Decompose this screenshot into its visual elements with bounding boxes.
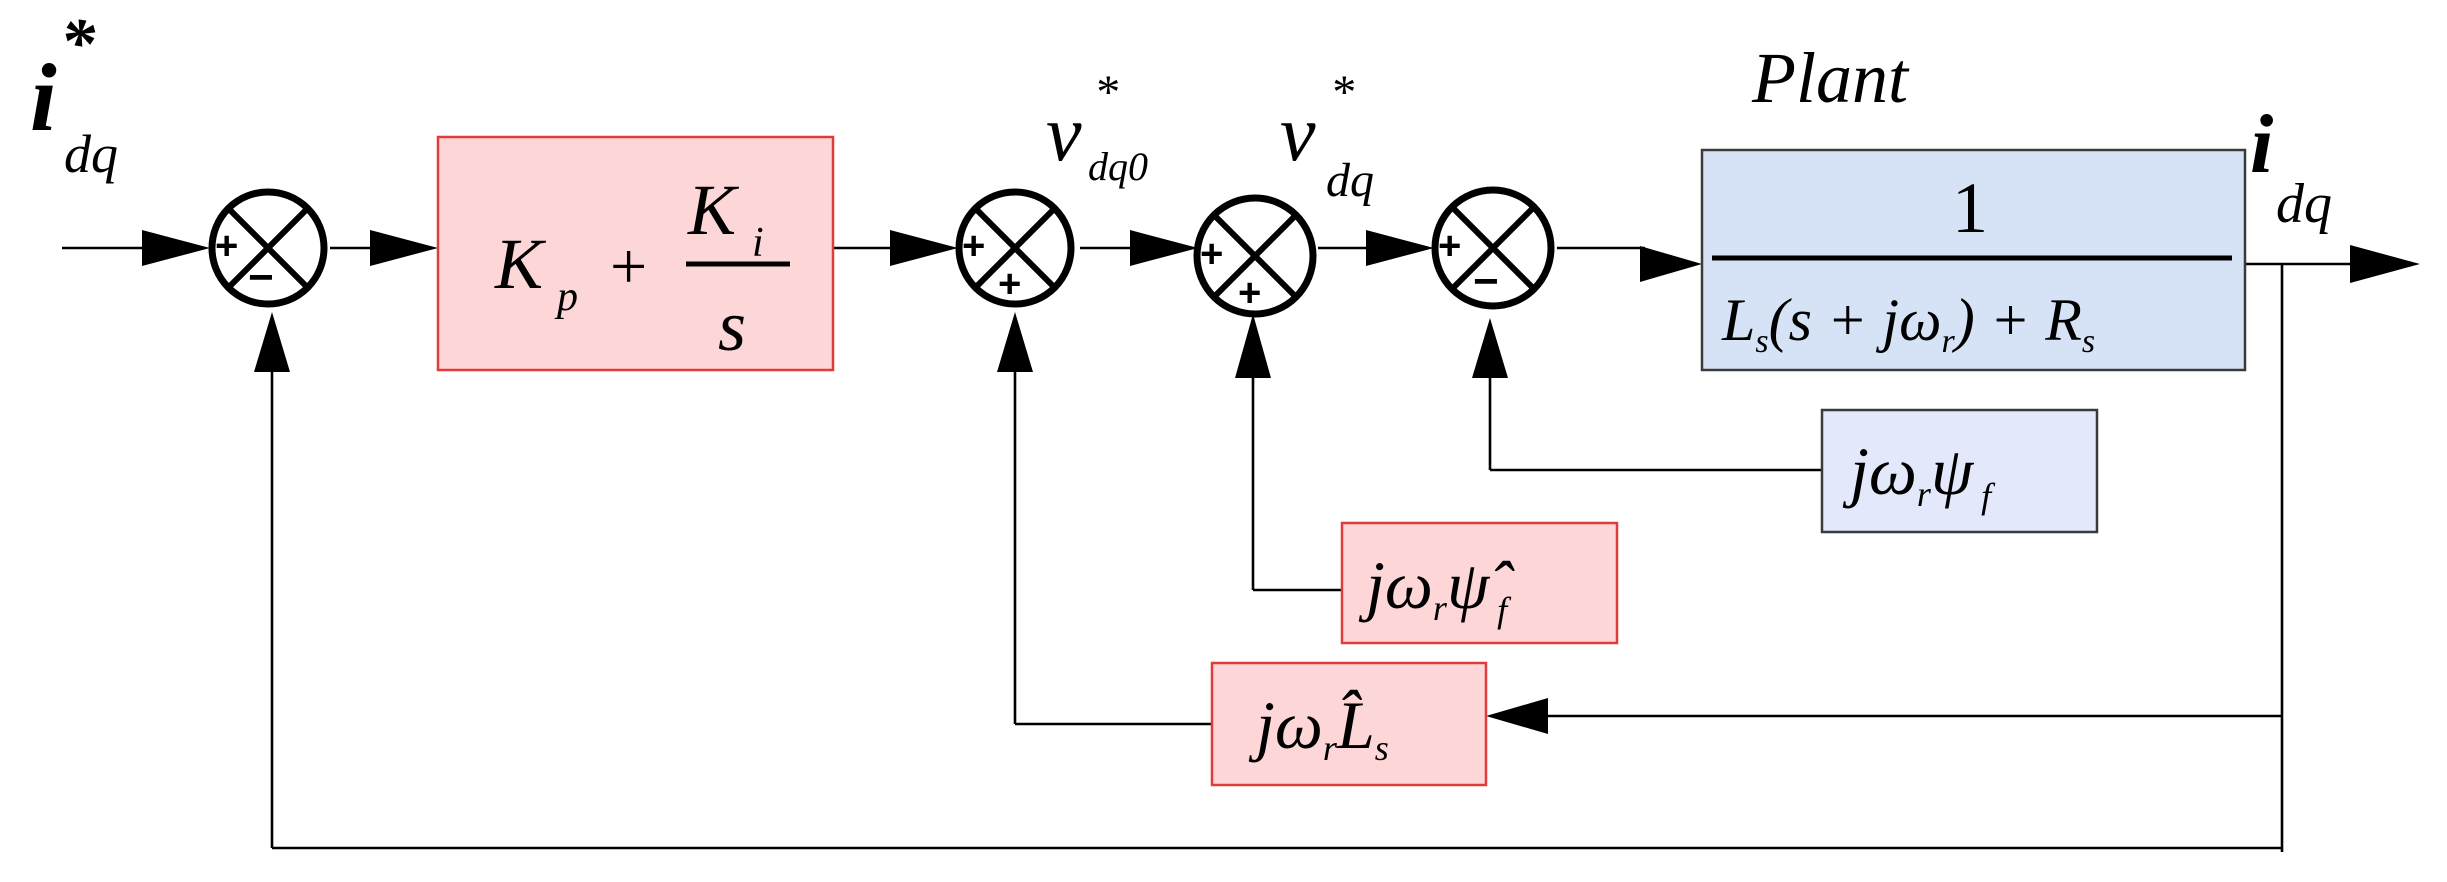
arrow-feedforward-sum3 <box>1235 314 1271 378</box>
v-dq0-label: v * dq0 <box>1046 66 1148 189</box>
arrow-flux-sum4 <box>1472 318 1508 378</box>
sum-junction-2: + + <box>955 188 1075 308</box>
sum2-sign-bottom: + <box>998 262 1021 306</box>
arrowheads <box>142 230 2420 734</box>
arrow-input <box>142 230 210 266</box>
svg-text:dq: dq <box>2276 173 2332 235</box>
arrow-to-sum4 <box>1366 230 1434 266</box>
plant-denominator: Ls(s + jωr) + Rs <box>1721 287 2095 360</box>
plant-label: Plant <box>1751 38 1910 118</box>
pi-controller-block: K p + K i s <box>436 135 835 372</box>
arrow-to-plant <box>1640 246 1702 282</box>
pi-den: s <box>718 286 746 366</box>
pi-plus: + <box>610 230 647 303</box>
sum4-sign-bottom: − <box>1473 257 1499 306</box>
arrow-feedback-sum1 <box>254 312 290 372</box>
sum-junction-1: + − <box>208 188 328 308</box>
sum1-sign-bottom: − <box>248 253 274 302</box>
svg-text:*: * <box>1330 66 1354 119</box>
arrow-to-ind-est <box>1486 698 1548 734</box>
flux-estimate-block: jωrψ̂f <box>1340 521 1619 645</box>
plant-numerator: 1 <box>1952 168 1988 248</box>
arrow-output <box>2350 245 2420 283</box>
svg-text:i: i <box>30 44 57 151</box>
sum4-sign-left: + <box>1438 224 1461 268</box>
input-label: i * dq <box>30 5 118 184</box>
pi-kp-sub: p <box>554 274 578 320</box>
pi-ki-sub: i <box>752 220 764 266</box>
plant-block: 1 Ls(s + jωr) + Rs <box>1700 148 2247 372</box>
svg-text:*: * <box>1094 66 1118 119</box>
sum3-sign-left: + <box>1200 232 1223 276</box>
wires <box>62 246 2350 852</box>
output-label: i dq <box>2250 98 2332 235</box>
arrow-to-pi <box>370 230 438 266</box>
sum3-sign-bottom: + <box>1238 271 1261 315</box>
svg-text:*: * <box>60 5 96 82</box>
arrow-to-sum2 <box>890 230 958 266</box>
svg-text:dq0: dq0 <box>1088 144 1148 189</box>
svg-text:v: v <box>1046 90 1082 178</box>
inductance-estimate-expression: jωrL̂s <box>1248 687 1389 768</box>
sum1-sign-left: + <box>215 224 238 268</box>
pi-ki: K <box>687 170 740 250</box>
svg-text:dq: dq <box>1326 154 1374 207</box>
sum-junction-4: + − <box>1431 186 1555 310</box>
pi-kp: K <box>494 224 547 304</box>
sum2-sign-left: + <box>962 224 985 268</box>
inductance-estimate-block: jωrL̂s <box>1210 661 1488 787</box>
arrow-to-sum3 <box>1130 230 1198 266</box>
arrow-feedback-sum2 <box>997 312 1033 372</box>
svg-text:dq: dq <box>64 124 118 184</box>
sum-junction-3: + + <box>1193 194 1317 318</box>
svg-text:v: v <box>1280 90 1316 178</box>
v-dq-label: v * dq <box>1280 66 1374 207</box>
svg-text:i: i <box>2250 98 2273 191</box>
